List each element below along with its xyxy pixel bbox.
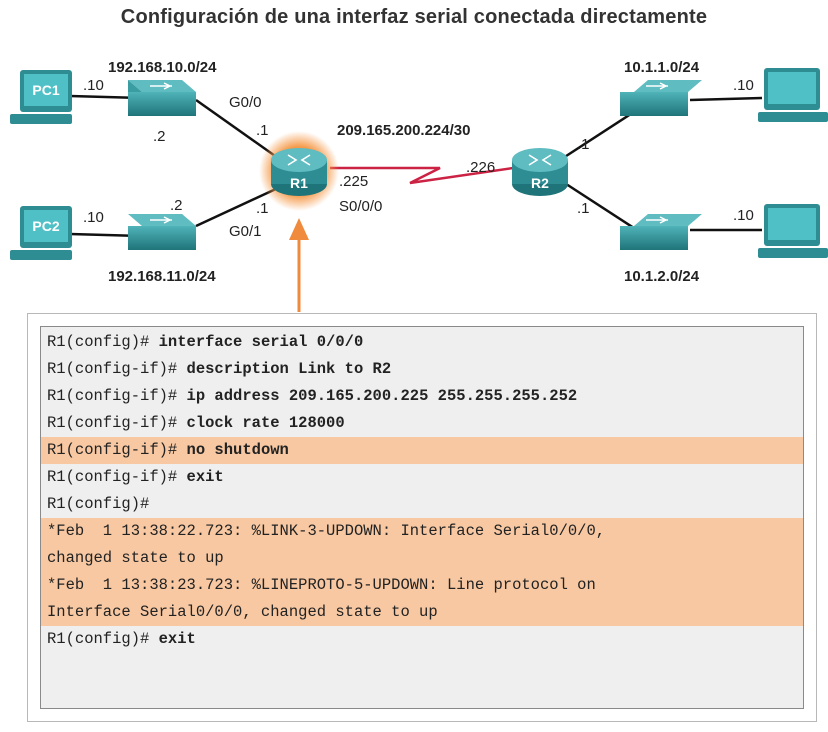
- r1-g01-host-label: .1: [256, 200, 269, 217]
- router-r2[interactable]: R2: [512, 148, 568, 196]
- console-prompt: *Feb 1 13:38:22.723: %LINK-3-UPDOWN: Int…: [47, 522, 606, 540]
- console-prompt: R1(config-if)#: [47, 414, 187, 432]
- network-label-lan2: 192.168.11.0/24: [108, 268, 216, 285]
- console-line: changed state to up: [41, 545, 803, 572]
- console-line: R1(config)# interface serial 0/0/0: [41, 329, 803, 356]
- console-prompt: R1(config-if)#: [47, 468, 187, 486]
- pc1-host-label: .10: [83, 77, 104, 94]
- sw1-host-label: .2: [153, 128, 166, 145]
- r2-top-host-label: .1: [577, 136, 590, 153]
- console-line: *Feb 1 13:38:23.723: %LINEPROTO-5-UPDOWN…: [41, 572, 803, 599]
- pc3-host-label: .10: [733, 77, 754, 94]
- console-prompt: R1(config-if)#: [47, 387, 187, 405]
- callout-arrow: [289, 218, 309, 312]
- console-prompt: R1(config)#: [47, 333, 159, 351]
- serial-link: [330, 165, 521, 185]
- pc1-label: PC1: [32, 82, 59, 98]
- console-line: *Feb 1 13:38:22.723: %LINK-3-UPDOWN: Int…: [41, 518, 803, 545]
- console-prompt: *Feb 1 13:38:23.723: %LINEPROTO-5-UPDOWN…: [47, 576, 596, 594]
- network-label-lan4: 10.1.2.0/24: [624, 268, 700, 285]
- switch-2[interactable]: [128, 214, 196, 250]
- pc1-device[interactable]: PC1: [10, 70, 72, 124]
- console-line: R1(config-if)# ip address 209.165.200.22…: [41, 383, 803, 410]
- console-line: R1(config)# exit: [41, 626, 803, 653]
- console-command: ip address 209.165.200.225 255.255.255.2…: [186, 387, 578, 405]
- ethernet-links: [69, 94, 763, 238]
- network-label-wan: 209.165.200.224/30: [337, 122, 470, 139]
- pc2-label: PC2: [32, 218, 59, 234]
- r1-s000-interface-label: S0/0/0: [339, 198, 382, 215]
- console-command: clock rate 128000: [186, 414, 345, 432]
- r1-label: R1: [290, 175, 308, 191]
- pc2-device[interactable]: PC2: [10, 206, 72, 260]
- console-line: R1(config-if)# clock rate 128000: [41, 410, 803, 437]
- sw2-host-label: .2: [170, 197, 183, 214]
- console-line: R1(config-if)# exit: [41, 464, 803, 491]
- console-prompt: R1(config)#: [47, 630, 159, 648]
- console-prompt: R1(config-if)#: [47, 360, 187, 378]
- console-command: exit: [158, 630, 196, 648]
- console-command: interface serial 0/0/0: [158, 333, 364, 351]
- console-line: R1(config)#: [41, 491, 803, 518]
- console-command: no shutdown: [186, 441, 289, 459]
- console-prompt: R1(config)#: [47, 495, 150, 513]
- switch-4[interactable]: [620, 214, 702, 250]
- console-prompt: Interface Serial0/0/0, changed state to …: [47, 603, 438, 621]
- console-line: R1(config-if)# description Link to R2: [41, 356, 803, 383]
- pc2-host-label: .10: [83, 209, 104, 226]
- console-command: exit: [186, 468, 224, 486]
- diagram-title: Configuración de una interfaz serial con…: [120, 6, 708, 28]
- console-line: R1(config-if)# no shutdown: [41, 437, 803, 464]
- switch-1[interactable]: [128, 80, 196, 116]
- console-line: Interface Serial0/0/0, changed state to …: [41, 599, 803, 626]
- pc3-device[interactable]: [758, 68, 828, 122]
- pc4-host-label: .10: [733, 207, 754, 224]
- topology-diagram: PC1 PC2 R1: [10, 59, 828, 312]
- network-label-lan3: 10.1.1.0/24: [624, 59, 700, 76]
- r1-s000-host-label: .225: [339, 173, 368, 190]
- console-command: description Link to R2: [186, 360, 392, 378]
- r1-g01-interface-label: G0/1: [229, 223, 262, 240]
- r2-serial-host-label: .226: [466, 159, 495, 176]
- router-r1[interactable]: R1: [259, 131, 339, 211]
- console-prompt: R1(config-if)#: [47, 441, 187, 459]
- console-prompt: changed state to up: [47, 549, 224, 567]
- pc4-device[interactable]: [758, 204, 828, 258]
- r2-label: R2: [531, 175, 549, 191]
- r1-g00-interface-label: G0/0: [229, 94, 262, 111]
- network-label-lan1: 192.168.10.0/24: [108, 59, 217, 76]
- r1-g00-host-label: .1: [256, 122, 269, 139]
- r2-bottom-host-label: .1: [577, 200, 590, 217]
- switch-3[interactable]: [620, 80, 702, 116]
